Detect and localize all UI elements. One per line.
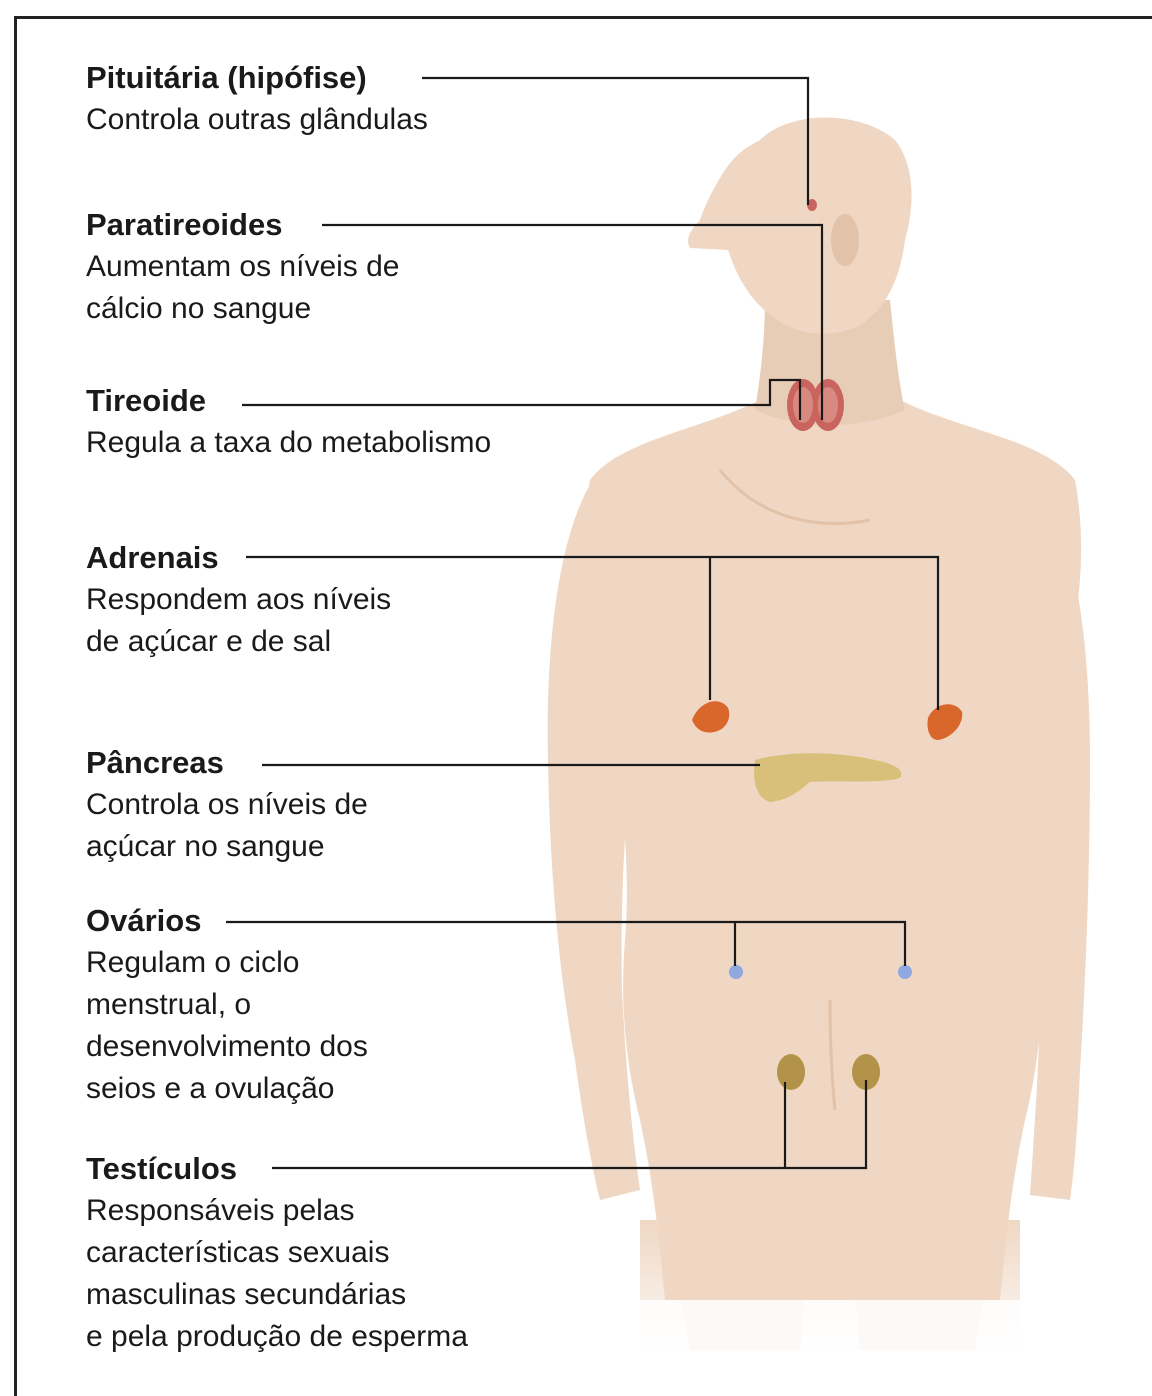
- label-description-line: cálcio no sangue: [86, 288, 400, 330]
- label-name: Pituitária (hipófise): [86, 57, 428, 99]
- label-name: Pâncreas: [86, 742, 368, 784]
- label-pituitary: Pituitária (hipófise) Controla outras gl…: [86, 57, 428, 141]
- label-description-line: menstrual, o: [86, 984, 368, 1026]
- label-adrenals: Adrenais Respondem aos níveis de açúcar …: [86, 537, 391, 663]
- label-testes: Testículos Responsáveis pelas caracterís…: [86, 1148, 468, 1358]
- label-ovaries: Ovários Regulam o ciclo menstrual, o des…: [86, 900, 368, 1110]
- label-name: Paratireoides: [86, 204, 400, 246]
- ovary-right: [898, 965, 912, 979]
- label-description-line: Regula a taxa do metabolismo: [86, 422, 491, 464]
- label-name: Ovários: [86, 900, 368, 942]
- label-parathyroids: Paratireoides Aumentam os níveis de cálc…: [86, 204, 400, 330]
- label-description-line: Aumentam os níveis de: [86, 246, 400, 288]
- label-thyroid: Tireoide Regula a taxa do metabolismo: [86, 380, 491, 464]
- label-description-line: Controla os níveis de: [86, 784, 368, 826]
- label-description-line: desenvolvimento dos: [86, 1026, 368, 1068]
- ovary-left: [729, 965, 743, 979]
- label-description-line: características sexuais: [86, 1232, 468, 1274]
- label-name: Testículos: [86, 1148, 468, 1190]
- label-description-line: seios e a ovulação: [86, 1068, 368, 1110]
- human-body-silhouette: [548, 118, 1090, 1388]
- label-description-line: Regulam o ciclo: [86, 942, 368, 984]
- label-pancreas: Pâncreas Controla os níveis de açúcar no…: [86, 742, 368, 868]
- label-name: Adrenais: [86, 537, 391, 579]
- label-description-line: Respondem aos níveis: [86, 579, 391, 621]
- label-description-line: e pela produção de esperma: [86, 1316, 468, 1358]
- label-description-line: masculinas secundárias: [86, 1274, 468, 1316]
- label-description-line: Controla outras glândulas: [86, 99, 428, 141]
- ear: [831, 214, 859, 266]
- label-description-line: Responsáveis pelas: [86, 1190, 468, 1232]
- label-name: Tireoide: [86, 380, 491, 422]
- testis-left: [777, 1054, 805, 1090]
- label-description-line: de açúcar e de sal: [86, 621, 391, 663]
- label-description-line: açúcar no sangue: [86, 826, 368, 868]
